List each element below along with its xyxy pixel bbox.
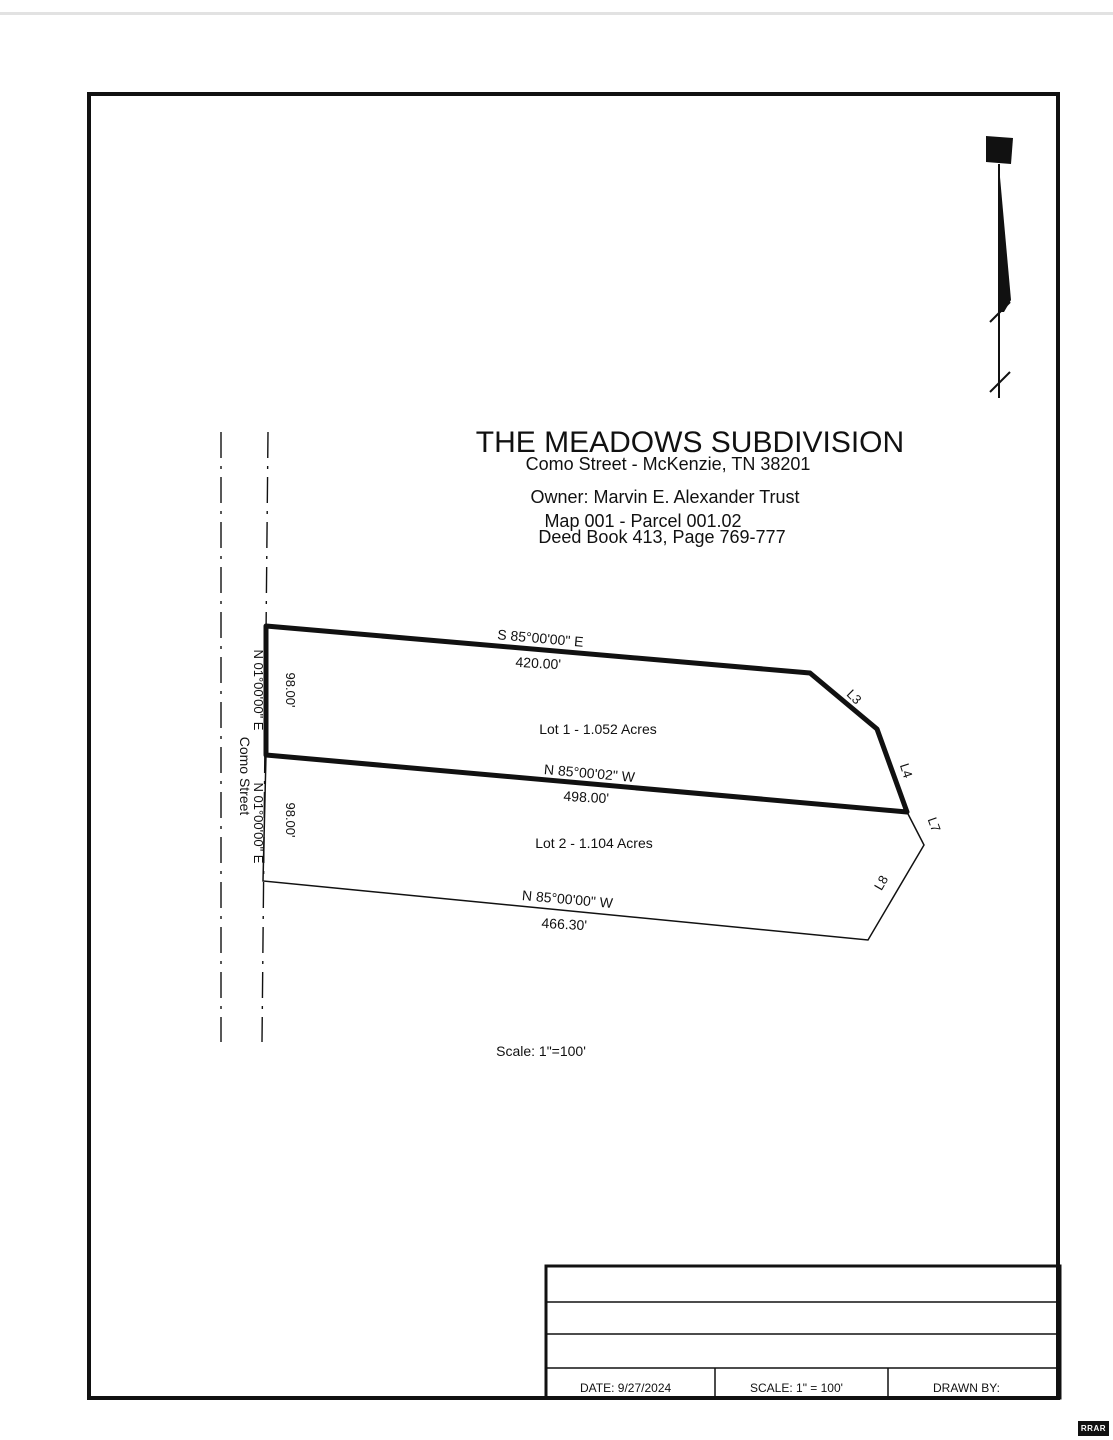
title-block-date: DATE: 9/27/2024 bbox=[580, 1381, 671, 1395]
lot2-south-bearing: N 85°00'00" W bbox=[521, 887, 614, 911]
lot2-boundary bbox=[262, 754, 925, 941]
plat-deed: Deed Book 413, Page 769-777 bbox=[538, 527, 785, 547]
scale-note: Scale: 1"=100' bbox=[496, 1043, 586, 1059]
watermark-badge: RRAR bbox=[1077, 1421, 1109, 1436]
lot2-north-distance: 498.00' bbox=[563, 788, 609, 806]
lot2-label: Lot 2 - 1.104 Acres bbox=[535, 835, 653, 851]
lot1-north-bearing: S 85°00'00" E bbox=[497, 626, 584, 649]
lot1-west-bearing: N 01°00'00" E bbox=[251, 650, 266, 731]
lot2-west-distance: 98.00' bbox=[283, 802, 298, 837]
lot2-line-l8: L8 bbox=[871, 873, 891, 893]
top-rule bbox=[0, 12, 1113, 15]
plat-map-parcel: Map 001 - Parcel 001.02 bbox=[544, 511, 741, 531]
plat-owner: Owner: Marvin E. Alexander Trust bbox=[530, 487, 799, 507]
lot1-boundary bbox=[263, 623, 910, 815]
lot1-north-distance: 420.00' bbox=[515, 654, 561, 672]
lot2-line-l7: L7 bbox=[925, 815, 944, 834]
sheet-border bbox=[87, 92, 1060, 1400]
lot2-west-bearing: N 01°00'00" E bbox=[251, 783, 266, 864]
lot2-north-bearing: N 85°00'02" W bbox=[543, 761, 636, 785]
lot1-west-distance: 98.00' bbox=[283, 672, 298, 707]
north-arrow-icon bbox=[986, 136, 1013, 398]
lot1-line-l4: L4 bbox=[897, 761, 916, 779]
title-block-drawn-by: DRAWN BY: bbox=[933, 1381, 1000, 1395]
title-block-scale: SCALE: 1" = 100' bbox=[750, 1381, 843, 1395]
plat-address: Como Street - McKenzie, TN 38201 bbox=[526, 454, 811, 474]
lot1-label: Lot 1 - 1.052 Acres bbox=[539, 721, 657, 737]
plat-title: THE MEADOWS SUBDIVISION bbox=[476, 426, 904, 459]
lot2-south-distance: 466.30' bbox=[541, 915, 587, 933]
street-name-label: Como Street bbox=[237, 737, 253, 816]
title-block: DATE: 9/27/2024 SCALE: 1" = 100' DRAWN B… bbox=[544, 1264, 1062, 1400]
